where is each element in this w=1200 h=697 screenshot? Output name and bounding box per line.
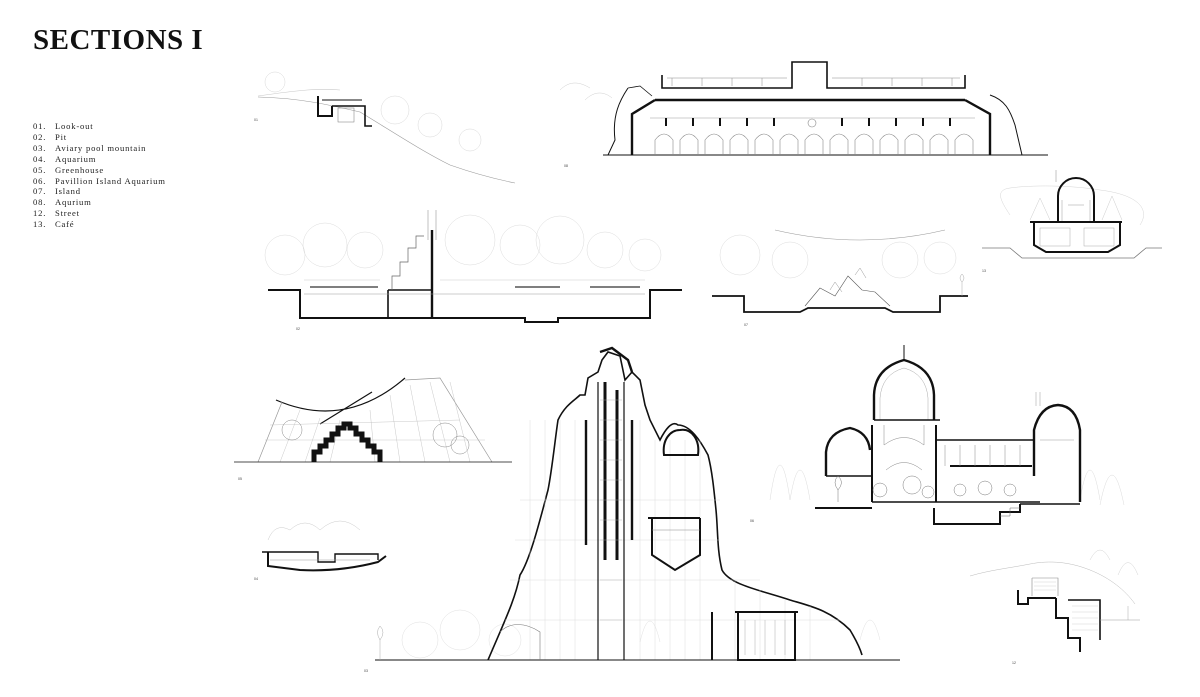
section-street: 12 — [969, 549, 1140, 665]
section-label-island: 07 — [744, 323, 748, 327]
section-pit: 02 — [264, 210, 682, 331]
legend-number: 12. — [33, 208, 47, 219]
legend-label: Pit — [55, 131, 67, 142]
legend-number: 02. — [33, 131, 47, 142]
section-label-pit: 02 — [296, 327, 300, 331]
legend-label: Look-out — [55, 121, 94, 131]
legend-label: Aquarium — [55, 153, 97, 164]
section-aqurium: 08 — [559, 61, 1048, 168]
legend-label: Aviary pool mountain — [55, 142, 147, 153]
section-label-mountain: 03 — [364, 669, 368, 673]
legend-label: Aqurium — [55, 197, 92, 208]
section-legend: 01. Look-out 02. Pit 03. Aviary pool mounta… — [33, 121, 166, 230]
section-label-cafe: 13 — [982, 269, 986, 273]
legend-item: 03. Aviary pool mountain — [33, 143, 166, 154]
section-island: 07 — [712, 229, 968, 327]
legend-label: Street — [55, 208, 80, 219]
page-title: SECTIONS I — [33, 24, 204, 56]
legend-label: Pavillion Island Aquarium — [55, 175, 166, 186]
legend-item: 12. Street — [33, 208, 166, 219]
section-greenhouse: 05 — [234, 377, 512, 481]
section-lookout: 01 — [254, 71, 516, 184]
legend-number: 01. — [33, 121, 47, 131]
legend-label: Greenhouse — [55, 164, 105, 175]
section-label-aqurium: 08 — [564, 164, 568, 168]
section-aquarium: 04 — [254, 520, 387, 581]
legend-item: 02. Pit — [33, 132, 166, 143]
legend-number: 03. — [33, 142, 47, 153]
legend-number: 07. — [33, 186, 47, 197]
section-label-greenhouse: 05 — [238, 477, 242, 481]
section-cafe: 13 — [982, 170, 1162, 273]
legend-number: 05. — [33, 164, 47, 175]
section-mountain: 03 — [364, 346, 900, 673]
section-label-street: 12 — [1012, 661, 1016, 665]
legend-item: 08. Aqurium — [33, 197, 166, 208]
legend-number: 04. — [33, 153, 47, 164]
legend-item: 13. Café — [33, 219, 166, 230]
legend-item: 07. Island — [33, 186, 166, 197]
legend-number: 13. — [33, 219, 47, 230]
legend-label: Island — [55, 186, 81, 197]
legend-label: Café — [55, 219, 75, 230]
legend-item: 06. Pavillion Island Aquarium — [33, 176, 166, 187]
section-label-aquarium: 04 — [254, 577, 258, 581]
legend-number: 06. — [33, 175, 47, 186]
section-label-lookout: 01 — [254, 118, 258, 122]
legend-item: 04. Aquarium — [33, 154, 166, 165]
legend-item: 01. Look-out — [33, 121, 166, 132]
section-label-pavilion: 06 — [750, 519, 754, 523]
legend-number: 08. — [33, 197, 47, 208]
legend-item: 05. Greenhouse — [33, 165, 166, 176]
section-pavilion: 06 — [750, 345, 1125, 525]
